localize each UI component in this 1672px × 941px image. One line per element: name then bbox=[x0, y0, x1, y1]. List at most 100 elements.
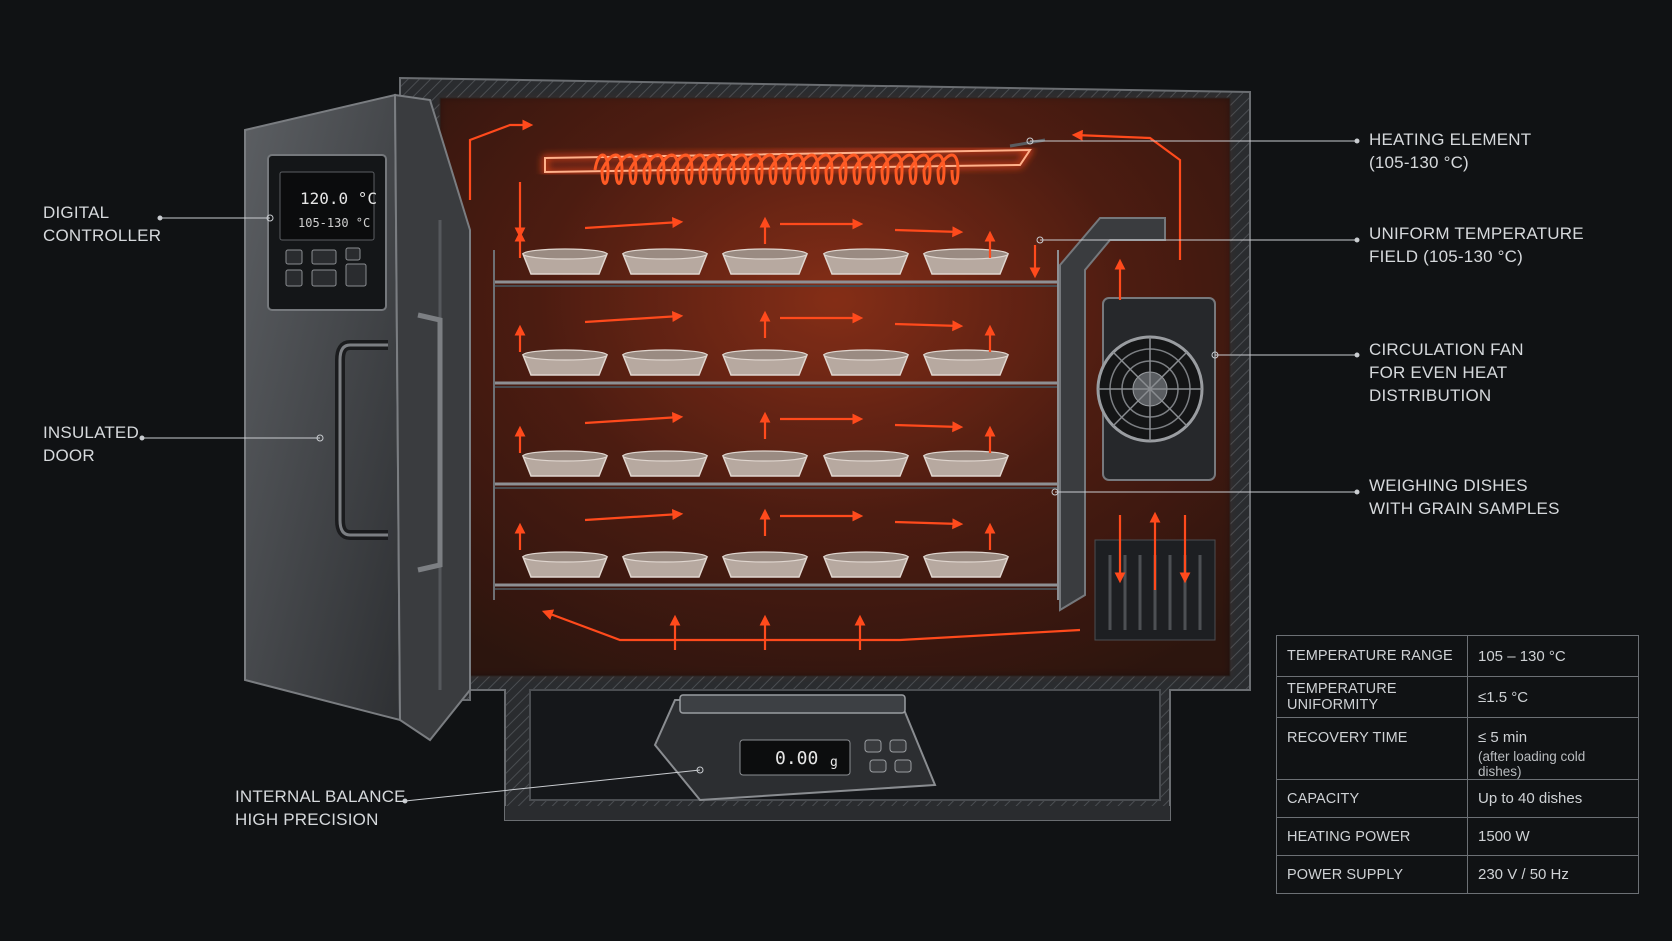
callout-text: DOOR bbox=[43, 446, 95, 465]
callout-text: DIGITAL bbox=[43, 203, 110, 222]
leader-dot bbox=[402, 798, 408, 804]
leader-dot bbox=[1036, 236, 1044, 244]
callout-text: CONTROLLER bbox=[43, 226, 162, 245]
leader-dot bbox=[696, 766, 704, 774]
weighing-dish bbox=[922, 349, 1010, 376]
callout-uniform-field: UNIFORM TEMPERATURE FIELD (105-130 °C) bbox=[1369, 222, 1584, 268]
weighing-dish bbox=[521, 551, 609, 578]
weighing-dish bbox=[822, 450, 910, 477]
internal-balance[interactable]: 0.00 g bbox=[653, 694, 937, 802]
leader-dot bbox=[1026, 137, 1034, 145]
airflow-arrows bbox=[468, 119, 1191, 650]
grain-sample bbox=[522, 551, 608, 563]
spec-value-cell: ≤ 5 min (after loading cold dishes) bbox=[1467, 717, 1639, 780]
callout-text: (105-130 °C) bbox=[1369, 153, 1469, 172]
leader-dot bbox=[1354, 138, 1360, 144]
weighing-dish bbox=[822, 349, 910, 376]
airflow-arrow-horizontal bbox=[894, 518, 964, 530]
airflow-arrow-horizontal bbox=[584, 508, 684, 522]
airflow-arrow-horizontal bbox=[584, 310, 684, 324]
spec-row: CAPACITY Up to 40 dishes bbox=[1276, 779, 1639, 818]
grain-sample bbox=[622, 450, 708, 462]
leader-dot bbox=[1211, 351, 1219, 359]
spec-label: TEMPERATURE RANGE bbox=[1276, 635, 1468, 677]
spec-row: HEATING POWER 1500 W bbox=[1276, 817, 1639, 856]
callout-text: FIELD (105-130 °C) bbox=[1369, 247, 1524, 266]
leader-circulation-fan bbox=[1211, 351, 1360, 359]
leader-dot bbox=[1354, 489, 1360, 495]
weighing-dish bbox=[822, 551, 910, 578]
callout-text: DISTRIBUTION bbox=[1369, 386, 1492, 405]
weighing-dish bbox=[521, 450, 609, 477]
callout-text: HIGH PRECISION bbox=[235, 810, 379, 829]
controller-temperature: 120.0 °C bbox=[300, 189, 377, 208]
spec-value: 230 V / 50 Hz bbox=[1467, 855, 1639, 894]
leader-dot bbox=[1051, 488, 1059, 496]
leader-dot bbox=[316, 434, 324, 442]
leader-internal-balance bbox=[402, 766, 704, 804]
spec-label: TEMPERATURE UNIFORMITY bbox=[1276, 676, 1468, 718]
leader-dot bbox=[139, 435, 145, 441]
balance-unit: g bbox=[830, 755, 838, 770]
callout-text: UNIFORM TEMPERATURE bbox=[1369, 224, 1584, 243]
airflow-arrow-top-left bbox=[468, 119, 534, 200]
grain-sample bbox=[522, 248, 608, 260]
leader-dot bbox=[1354, 352, 1360, 358]
weighing-dish bbox=[521, 248, 609, 275]
grain-sample bbox=[722, 450, 808, 462]
callout-text: WEIGHING DISHES bbox=[1369, 476, 1528, 495]
weighing-dish bbox=[621, 349, 709, 376]
grain-sample bbox=[923, 450, 1009, 462]
digital-controller[interactable]: 120.0 °C 105-130 °C bbox=[267, 154, 387, 311]
weighing-dish bbox=[621, 551, 709, 578]
weighing-dish bbox=[721, 551, 809, 578]
callout-heating-element: HEATING ELEMENT (105-130 °C) bbox=[1369, 128, 1531, 174]
callout-internal-balance: INTERNAL BALANCE HIGH PRECISION bbox=[235, 785, 406, 831]
airflow-arrow-top-right bbox=[1071, 129, 1182, 260]
spec-note: (after loading cold dishes) bbox=[1478, 749, 1586, 779]
airflow-arrow-horizontal bbox=[894, 226, 964, 238]
spec-label: HEATING POWER bbox=[1276, 817, 1468, 856]
grain-sample bbox=[923, 248, 1009, 260]
shelves bbox=[493, 250, 1059, 600]
spec-row: RECOVERY TIME ≤ 5 min (after loading col… bbox=[1276, 717, 1639, 780]
weighing-dish bbox=[621, 248, 709, 275]
balance-reading: 0.00 bbox=[775, 748, 818, 769]
grain-sample bbox=[823, 551, 909, 563]
spec-value: ≤ 5 min bbox=[1478, 729, 1528, 746]
callout-leaders bbox=[139, 137, 1360, 804]
grain-sample bbox=[722, 248, 808, 260]
weighing-dish bbox=[922, 551, 1010, 578]
leader-digital-controller bbox=[157, 214, 274, 222]
callout-text: FOR EVEN HEAT bbox=[1369, 363, 1508, 382]
weighing-dish bbox=[721, 349, 809, 376]
callout-insulated-door: INSULATED DOOR bbox=[43, 421, 139, 467]
callout-text: INSULATED bbox=[43, 423, 139, 442]
leader-dot bbox=[157, 215, 163, 221]
balance-buttons[interactable] bbox=[864, 739, 912, 773]
door-handle[interactable] bbox=[335, 312, 443, 573]
spec-value: Up to 40 dishes bbox=[1467, 779, 1639, 818]
spec-row: TEMPERATURE RANGE 105 – 130 °C bbox=[1276, 635, 1639, 677]
spec-value: 1500 W bbox=[1467, 817, 1639, 856]
grain-sample bbox=[823, 450, 909, 462]
callout-circulation-fan: CIRCULATION FAN FOR EVEN HEAT DISTRIBUTI… bbox=[1369, 338, 1524, 407]
callout-text: HEATING ELEMENT bbox=[1369, 130, 1532, 149]
weighing-dish bbox=[621, 450, 709, 477]
leader-weighing-dishes bbox=[1051, 488, 1360, 496]
leader-dot bbox=[266, 214, 274, 222]
airflow-arrow-horizontal bbox=[584, 216, 684, 230]
grain-sample bbox=[522, 349, 608, 361]
grain-sample bbox=[522, 450, 608, 462]
grain-sample bbox=[823, 349, 909, 361]
callout-text: INTERNAL BALANCE bbox=[235, 787, 406, 806]
weighing-dish bbox=[521, 349, 609, 376]
leader-dot bbox=[1354, 237, 1360, 243]
spec-table: TEMPERATURE RANGE 105 – 130 °C TEMPERATU… bbox=[1276, 635, 1639, 894]
spec-label: POWER SUPPLY bbox=[1276, 855, 1468, 894]
airflow-arrow-horizontal bbox=[894, 421, 964, 433]
spec-label: CAPACITY bbox=[1276, 779, 1468, 818]
weighing-dish bbox=[721, 248, 809, 275]
controller-buttons[interactable] bbox=[285, 247, 367, 287]
